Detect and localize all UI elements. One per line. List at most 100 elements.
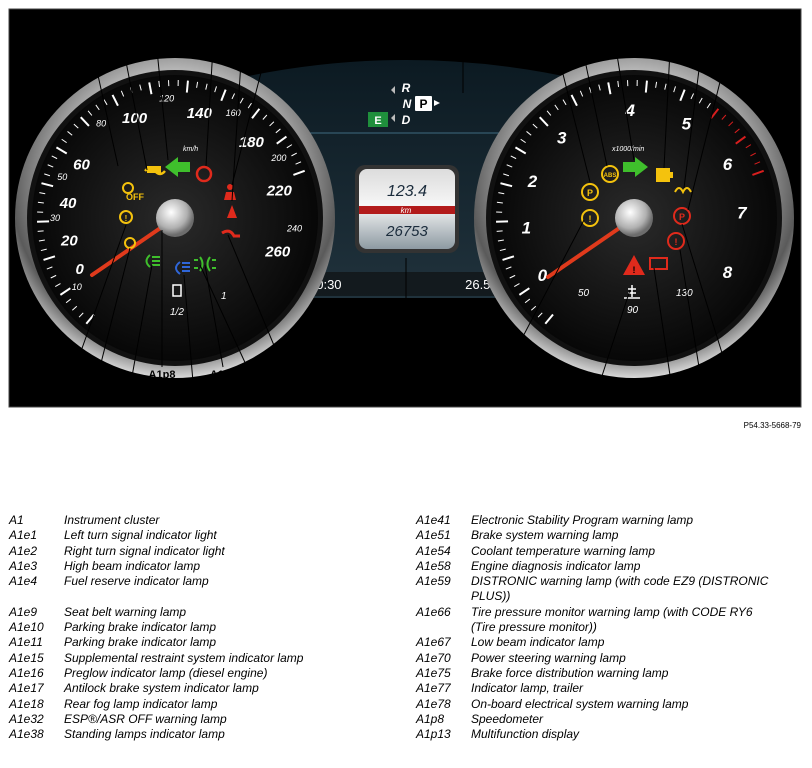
gear-selector: R N P D E	[368, 81, 440, 127]
dial-tick	[496, 201, 503, 204]
legend-description-line: Multifunction display	[471, 727, 580, 742]
rpm-unit: x1000/min	[611, 146, 644, 153]
legend-description: Preglow indicator lamp (diesel engine)	[64, 666, 267, 681]
callout-a1e38: A1e38	[238, 384, 270, 396]
legend-code: A1e32	[9, 711, 44, 726]
dial-tick	[205, 83, 208, 90]
dial-tick	[65, 298, 72, 304]
legend-description-line: DISTRONIC warning lamp (with code EZ9 (D…	[471, 574, 769, 589]
dial-tick	[530, 305, 537, 311]
dial-tick	[754, 161, 761, 165]
legend-description-line: Rear fog lamp indicator lamp	[64, 696, 218, 711]
dial-tick	[247, 102, 252, 109]
legend-code: A1e17	[9, 681, 44, 696]
dial-tick	[514, 283, 520, 288]
dial-tick	[598, 84, 601, 91]
legend-code: A1e51	[416, 528, 451, 543]
legend-description: Brake force distribution warning lamp	[471, 666, 668, 681]
legend-description: Rear fog lamp indicator lamp	[64, 697, 217, 712]
dial-tick	[239, 97, 244, 104]
legend-code: A1e1	[9, 528, 38, 543]
speed-minor-0: 10	[72, 282, 82, 292]
callout-a1e1: A1e1	[142, 17, 168, 29]
dial-tick	[655, 81, 658, 88]
legend-description-line: Left turn signal indicator light	[64, 528, 217, 543]
abs-icon	[601, 165, 619, 183]
dial-tick	[579, 90, 584, 97]
dial-tick	[214, 86, 217, 93]
callout-a1e54: A1e54	[584, 384, 617, 396]
legend-description-line: Supplemental restraint system indicator …	[64, 650, 304, 665]
rpm-8: 8	[723, 263, 733, 282]
callout-a1e32: A1e32	[72, 17, 104, 29]
temp-130-label: 130	[676, 288, 693, 299]
dial-tick	[59, 287, 71, 296]
dial-tick	[71, 305, 78, 311]
legend-code: A1e77	[416, 681, 451, 696]
dial-tick	[47, 164, 54, 168]
eco-indicator: E	[374, 115, 381, 127]
dial-tick	[498, 192, 505, 195]
esp-off-icon: OFF	[126, 192, 144, 202]
temp-50-label: 50	[578, 288, 590, 299]
legend-description-line: Preglow indicator lamp (diesel engine)	[64, 665, 268, 680]
speed-major-2: 40	[59, 195, 77, 212]
dial-tick	[554, 104, 559, 111]
callout-a1e67: A1e67	[115, 384, 147, 396]
legend-code: A1e18	[9, 696, 44, 711]
gear-d: D	[402, 113, 411, 127]
legend-description-line: Right turn signal indicator light	[64, 543, 225, 558]
dial-tick	[497, 239, 504, 242]
dial-tick	[500, 182, 513, 188]
legend-description: Indicator lamp, trailer	[471, 681, 583, 696]
dial-tick	[706, 102, 711, 109]
dial-tick	[544, 313, 554, 325]
legend-description: Fuel reserve indicator lamp	[64, 574, 209, 589]
callout-a1e3: A1e3	[210, 369, 236, 381]
dial-tick	[735, 135, 747, 145]
dial-tick	[505, 266, 512, 270]
dial-tick	[61, 138, 67, 144]
legend-code: A1e3	[9, 558, 38, 573]
rpm-4: 4	[624, 101, 635, 120]
dial-tick	[276, 135, 288, 145]
trip-value: 123.4	[387, 183, 427, 200]
legend-description: Supplemental restraint system indicator …	[64, 651, 303, 666]
legend-description: Tire pressure monitor warning lamp (with…	[471, 605, 753, 636]
brake-force-icon	[667, 232, 685, 250]
legend-description-line-2: (Tire pressure monitor))	[471, 620, 597, 635]
dial-tick	[526, 131, 532, 136]
speed-minor-6: 200	[270, 153, 286, 163]
dial-tick	[196, 81, 199, 88]
legend-code: A1e41	[416, 513, 451, 527]
dial-tick	[185, 80, 189, 93]
legend-code: A1e2	[9, 543, 38, 558]
dial-tick	[251, 108, 261, 119]
battery-icon	[649, 257, 668, 270]
dial-tick	[111, 94, 119, 107]
callout-a1e9: A1e9	[259, 17, 285, 29]
legend-description: Seat belt warning lamp	[64, 605, 186, 620]
dial-tick	[78, 312, 84, 318]
speed-major-4: 100	[122, 110, 148, 127]
dial-tick	[148, 82, 153, 95]
speed-minor-7: 240	[286, 224, 302, 234]
callout-a1e66: A1e66	[54, 384, 86, 396]
tachometer-hub	[615, 199, 653, 237]
dial-tick	[539, 116, 549, 127]
legend-code: A1e54	[416, 543, 451, 558]
legend-description-line: Electronic Stability Program warning lam…	[471, 513, 694, 527]
callout-a1e58: A1e58	[655, 17, 687, 29]
indicator-lamps: OFF ! P ABS ! P ! !	[119, 157, 692, 299]
dial-tick	[39, 192, 46, 195]
legend-description-line: Indicator lamp, trailer	[471, 681, 584, 696]
